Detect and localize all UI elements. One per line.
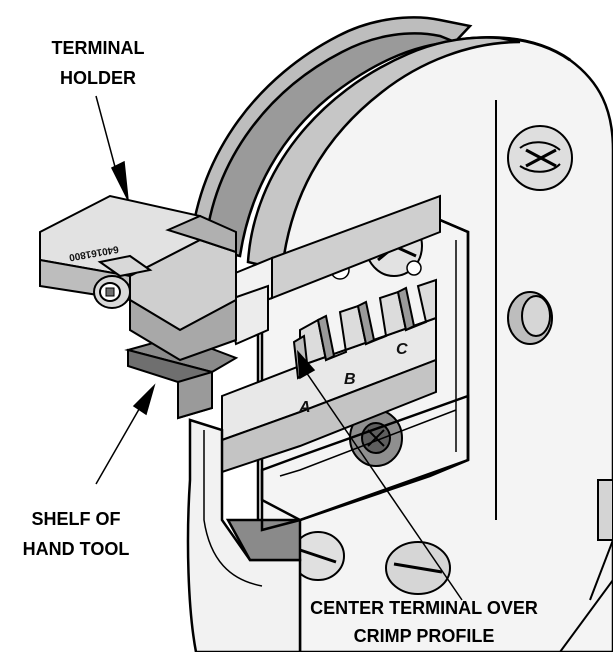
- callout-terminal-holder-line1: TERMINAL: [52, 38, 145, 58]
- holder-socket-screw: [93, 275, 131, 309]
- callout-shelf-line2: HAND TOOL: [23, 539, 130, 559]
- leader-shelf: [95, 383, 156, 485]
- upper-die: [226, 194, 441, 346]
- callout-shelf-line1: SHELF OF: [32, 509, 121, 529]
- frame-edge-shading: [495, 100, 613, 653]
- terminal-holder: [39, 194, 237, 362]
- leader-center-terminal: [297, 349, 463, 601]
- lower-die: [221, 278, 437, 474]
- frame-round-pin: [507, 291, 553, 345]
- callout-center-terminal: CENTER TERMINAL OVER CRIMP PROFILE: [310, 598, 538, 646]
- callout-center-line1: CENTER TERMINAL OVER: [310, 598, 538, 618]
- crimp-profile-a: A: [298, 399, 311, 416]
- frame-screw-top: [507, 125, 573, 191]
- callout-center-line2: CRIMP PROFILE: [354, 626, 495, 646]
- tool-handle: [186, 394, 470, 654]
- callout-shelf-of-hand-tool: SHELF OF HAND TOOL: [23, 509, 130, 559]
- frame-screw-bottom-right: [385, 541, 451, 595]
- crimp-profile-c: C: [396, 341, 408, 358]
- crimp-profile-labels: A B C: [298, 341, 408, 416]
- crimp-profile-b: B: [344, 371, 356, 388]
- leader-terminal-holder: [95, 95, 129, 201]
- callout-terminal-holder-line2: HOLDER: [60, 68, 136, 88]
- callout-terminal-holder: TERMINAL HOLDER: [52, 38, 145, 88]
